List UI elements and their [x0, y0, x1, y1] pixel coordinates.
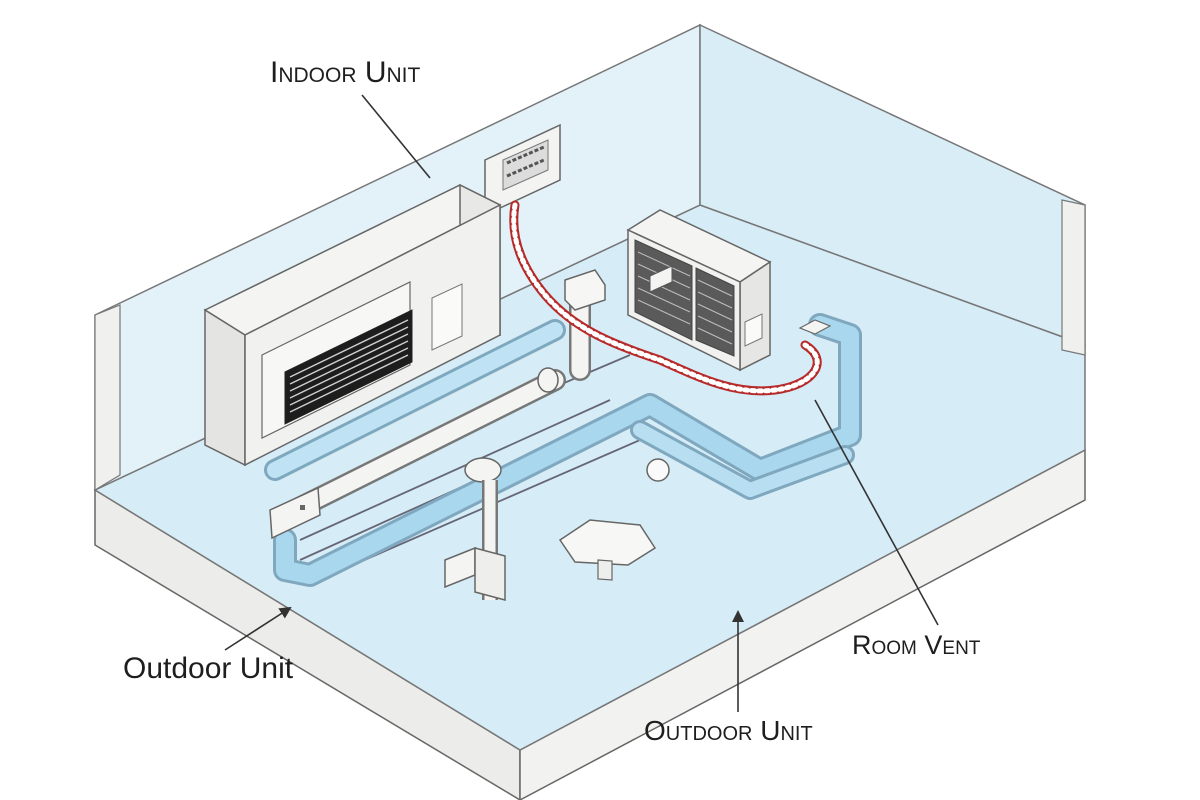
back-right-wall [699, 23, 1086, 356]
leader-lines [224, 94, 939, 712]
indoor-unit-label: Indoor Unit [270, 56, 421, 89]
outdoor-unit-left-label: Outdoor Unit [123, 652, 294, 685]
supply-ducts [264, 313, 862, 587]
thermostat-panel [484, 123, 561, 217]
outdoor-unit-left-arrow [224, 606, 292, 651]
room-vent-box [798, 319, 832, 335]
floor-sensor [646, 458, 670, 482]
indoor-unit-box [203, 183, 502, 467]
room-vent-label: Room Vent [852, 630, 981, 660]
refrigerant-line [509, 200, 822, 396]
indoor-unit-leader [361, 94, 431, 179]
condenser-unit [626, 209, 772, 372]
room-vent-leader [814, 399, 939, 626]
floor-stand [558, 519, 657, 581]
floor-drain [444, 457, 506, 601]
outdoor-unit-bottom-label: Outdoor Unit [644, 715, 813, 746]
